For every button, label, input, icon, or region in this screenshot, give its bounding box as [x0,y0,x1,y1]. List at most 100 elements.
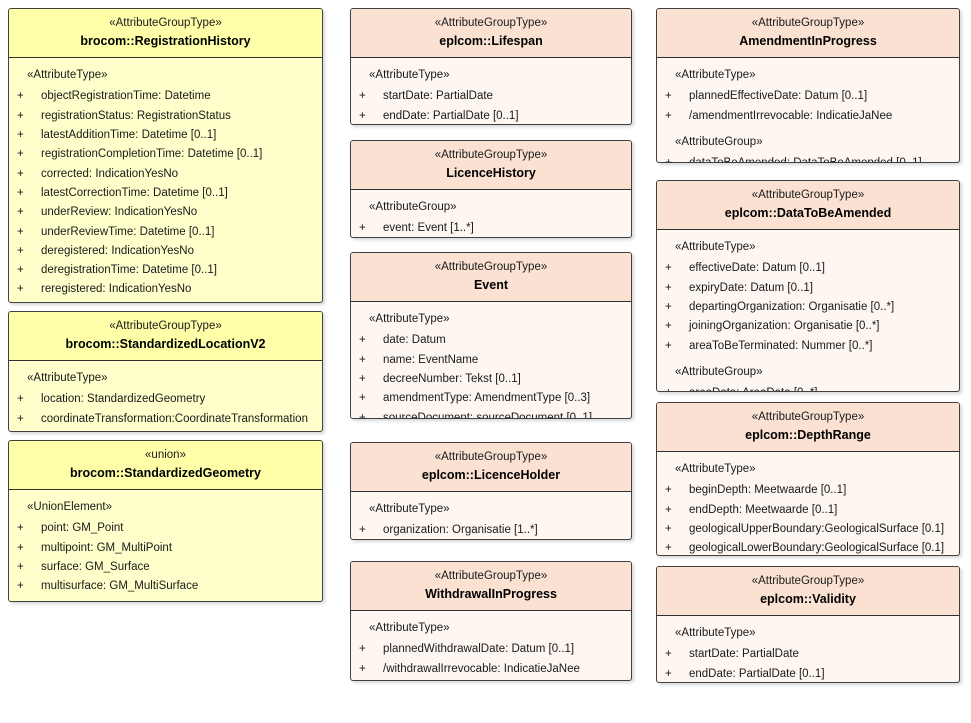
attribute-signature: beginDepth: Meetwaarde [0..1] [689,484,847,497]
uml-class-event[interactable]: «AttributeGroupType»Event«AttributeType»… [350,252,632,419]
attribute-signature: sourceDocument: sourceDocument [0..1] [383,411,593,419]
uml-class-licence-holder[interactable]: «AttributeGroupType»eplcom::LicenceHolde… [350,442,632,540]
attribute-row[interactable]: +date: Datum [351,331,631,350]
uml-class-validity[interactable]: «AttributeGroupType»eplcom::Validity«Att… [656,566,960,683]
attribute-row[interactable]: +organization: Organisatie [1..*] [351,521,631,539]
uml-class-withdrawal-in-progress[interactable]: «AttributeGroupType»WithdrawalInProgress… [350,561,632,681]
class-name: eplcom::LicenceHolder [421,467,561,482]
attribute-signature: name: EventName [383,353,479,366]
attribute-signature: corrected: IndicationYesNo [41,167,179,180]
attribute-signature: departingOrganization: Organisatie [0..*… [689,300,895,313]
attribute-row[interactable]: +decreeNumber: Tekst [0..1] [351,370,631,389]
attribute-signature: geologicalUpperBoundary:GeologicalSurfac… [689,522,945,535]
attribute-row[interactable]: +areaData: AreaData [0..*] [657,384,959,391]
class-header-event: «AttributeGroupType»Event [351,253,631,303]
visibility-marker: + [359,222,366,235]
uml-class-standardized-geometry[interactable]: «union»brocom::StandardizedGeometry«Unio… [8,440,323,602]
visibility-marker: + [665,281,672,294]
visibility-marker: + [359,353,366,366]
attribute-row[interactable]: +departingOrganization: Organisatie [0..… [657,298,959,317]
attribute-row[interactable]: +endDate: PartialDate [0..1] [351,107,631,124]
attribute-row[interactable]: +multipoint: GM_MultiPoint [9,539,322,558]
class-stereotype: «AttributeGroupType» [434,149,548,161]
visibility-marker: + [17,393,24,406]
attribute-row[interactable]: +plannedEffectiveDate: Datum [0..1] [657,87,959,106]
visibility-marker: + [17,148,24,161]
visibility-marker: + [665,648,672,661]
attribute-row[interactable]: +plannedWithdrawalDate: Datum [0..1] [351,640,631,659]
attribute-row[interactable]: +endDepth: Meetwaarde [0..1] [657,501,959,520]
attribute-row[interactable]: +/withdrawalIrrevocable: IndicatieJaNee [351,660,631,679]
uml-class-licence-history[interactable]: «AttributeGroupType» LicenceHistory«Attri… [350,140,632,238]
compartment-stereotype: «AttributeType» [369,622,450,635]
attribute-row[interactable]: +/amendmentIrrevocable: IndicatieJaNee [657,107,959,126]
attribute-row[interactable]: +effectiveDate: Datum [0..1] [657,259,959,278]
attribute-row[interactable]: +sourceDocument: sourceDocument [0..1] [351,409,631,419]
attribute-row[interactable]: +point: GM_Point [9,519,322,538]
attribute-row[interactable]: +registrationStatus: RegistrationStatus [9,107,322,126]
attribute-row[interactable]: +reregistrationTime: Datetime [0..1] [9,300,322,302]
attribute-signature: multisurface: GM_MultiSurface [41,580,199,593]
class-name: eplcom::Validity [760,591,856,606]
uml-class-lifespan[interactable]: «AttributeGroupType»eplcom::Lifespan«Att… [350,8,632,125]
attribute-row[interactable]: +event: Event [1..*] [351,219,631,237]
attribute-row[interactable]: +coordinateTransformation:CoordinateTran… [9,410,322,429]
visibility-marker: + [17,186,24,199]
attribute-signature: registrationStatus: RegistrationStatus [41,109,231,122]
attribute-signature: decreeNumber: Tekst [0..1] [383,372,521,385]
visibility-marker: + [17,522,24,535]
class-header-withdrawal-in-progress: «AttributeGroupType»WithdrawalInProgress [351,562,631,612]
attribute-row[interactable]: +beginDepth: Meetwaarde [0..1] [657,481,959,500]
class-body-lifespan: «AttributeType»+startDate: PartialDate+e… [351,58,631,124]
visibility-marker: + [665,667,672,680]
class-name: LicenceHistory [446,165,536,180]
attribute-signature: joiningOrganization: Organisatie [0..*] [689,320,880,333]
visibility-marker: + [665,503,672,516]
uml-class-data-to-be-amended[interactable]: «AttributeGroupType»eplcom::DataToBeAmen… [656,180,960,392]
class-body-registration-history: «AttributeType»+objectRegistrationTime: … [9,58,322,302]
attribute-row[interactable]: +location: StandardizedGeometry [9,390,322,409]
visibility-marker: + [17,541,24,554]
uml-class-amendment-in-progress[interactable]: «AttributeGroupType»AmendmentInProgress«… [656,8,960,163]
class-stereotype: «AttributeGroupType» [434,17,548,29]
attribute-row[interactable]: +areaToBeTerminated: Nummer [0..*] [657,337,959,356]
attribute-row[interactable]: +multisurface: GM_MultiSurface [9,577,322,596]
attribute-row[interactable]: +underReviewTime: Datetime [0..1] [9,223,322,242]
uml-class-registration-history[interactable]: «AttributeGroupType»brocom::Registration… [8,8,323,303]
attribute-signature: endDate: PartialDate [0..1] [383,109,519,122]
attribute-row[interactable]: +underReview: IndicationYesNo [9,203,322,222]
attribute-row[interactable]: +dataToBeAmended: DataToBeAmended [0..1] [657,154,959,162]
class-header-standardized-location-v2: «AttributeGroupType»brocom::Standardized… [9,312,322,362]
attribute-signature: plannedEffectiveDate: Datum [0..1] [689,90,868,103]
attribute-row[interactable]: +amendmentType: AmendmentType [0..3] [351,389,631,408]
attribute-row[interactable]: +startDate: PartialDate [657,645,959,664]
attribute-row[interactable]: +deregistered: IndicationYesNo [9,242,322,261]
attribute-row[interactable]: +geologicalUpperBoundary:GeologicalSurfa… [657,520,959,539]
attribute-row[interactable]: +reregistered: IndicationYesNo [9,280,322,299]
class-name: eplcom::Lifespan [439,33,543,48]
attribute-row[interactable]: +surface: GM_Surface [9,558,322,577]
visibility-marker: + [17,206,24,219]
attribute-row[interactable]: +latestCorrectionTime: Datetime [0..1] [9,184,322,203]
attribute-signature: coordinateTransformation:CoordinateTrans… [41,412,308,425]
attribute-row[interactable]: +corrected: IndicationYesNo [9,165,322,184]
class-header-licence-history: «AttributeGroupType» LicenceHistory [351,141,631,191]
attribute-row[interactable]: +objectRegistrationTime: Datetime [9,87,322,106]
attribute-row[interactable]: +geologicalLowerBoundary:GeologicalSurfa… [657,539,959,555]
attribute-row[interactable]: +deregistrationTime: Datetime [0..1] [9,261,322,280]
uml-class-standardized-location-v2[interactable]: «AttributeGroupType»brocom::Standardized… [8,311,323,432]
attribute-row[interactable]: +registrationCompletionTime: Datetime [0… [9,145,322,164]
attribute-row[interactable]: + name: EventName [351,351,631,370]
class-header-data-to-be-amended: «AttributeGroupType»eplcom::DataToBeAmen… [657,181,959,231]
uml-class-depth-range[interactable]: «AttributeGroupType»eplcom::DepthRange«A… [656,402,960,556]
attribute-signature: endDate: PartialDate [0..1] [689,667,825,680]
class-header-lifespan: «AttributeGroupType»eplcom::Lifespan [351,9,631,59]
attribute-row[interactable]: +expiryDate: Datum [0..1] [657,279,959,298]
compartment-stereotype: «AttributeGroup» [675,135,763,148]
attribute-row[interactable]: +startDate: PartialDate [351,87,631,106]
attribute-row[interactable]: +latestAdditionTime: Datetime [0..1] [9,126,322,145]
compartment-stereotype: «AttributeType» [369,503,450,516]
attribute-row[interactable]: +joiningOrganization: Organisatie [0..*] [657,317,959,336]
attribute-row[interactable]: + endDate: PartialDate [0..1] [657,665,959,682]
